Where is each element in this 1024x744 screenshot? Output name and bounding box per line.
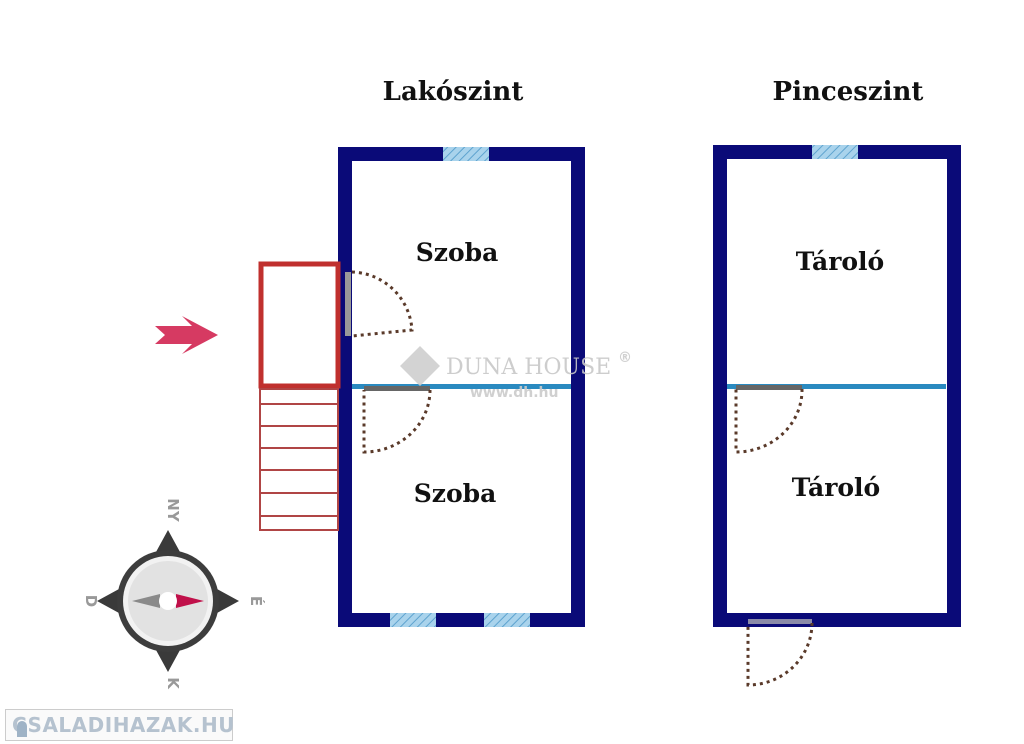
door — [364, 386, 430, 391]
entry-stairs — [155, 261, 341, 531]
entry-landing — [258, 261, 341, 389]
door-swing — [734, 388, 804, 454]
door-swing — [351, 270, 414, 338]
logo-text: CSALADIHAZAK.HU — [12, 713, 235, 737]
door — [345, 272, 351, 336]
upper-floor-plan: Szoba Szoba — [338, 147, 585, 627]
basement-plan: Tároló Tároló — [713, 145, 961, 687]
svg-text:®: ® — [618, 350, 632, 366]
svg-text:www.dh.hu: www.dh.hu — [470, 385, 558, 401]
door — [748, 619, 812, 624]
room-label: Tároló — [792, 473, 880, 502]
window — [390, 613, 436, 627]
duna-house-logo-icon — [400, 346, 440, 386]
room-divider — [352, 384, 571, 389]
door-swing — [746, 622, 814, 687]
room-label: Szoba — [416, 238, 499, 267]
compass-east-label: É — [247, 596, 266, 606]
entrance-arrow-icon — [155, 316, 218, 354]
room-label: Szoba — [414, 479, 497, 508]
compass-west-label: D — [82, 595, 100, 607]
compass-south-label: K — [164, 677, 182, 690]
title-basement: Pinceszint — [773, 77, 924, 107]
watermark: DUNA HOUSE ® www.dh.hu — [400, 346, 632, 401]
window — [812, 145, 858, 159]
site-logo: CSALADIHAZAK.HU — [5, 709, 235, 741]
door — [736, 385, 802, 390]
compass-icon: NY K D É — [82, 498, 266, 690]
door-swing — [362, 389, 432, 454]
title-upper-floor: Lakószint — [383, 77, 524, 107]
compass-north-label: NY — [164, 498, 182, 523]
room-label: Tároló — [796, 247, 884, 276]
stairs — [259, 388, 339, 531]
window — [443, 147, 489, 161]
room-divider — [727, 384, 946, 389]
svg-text:DUNA HOUSE: DUNA HOUSE — [446, 355, 611, 380]
window — [484, 613, 530, 627]
